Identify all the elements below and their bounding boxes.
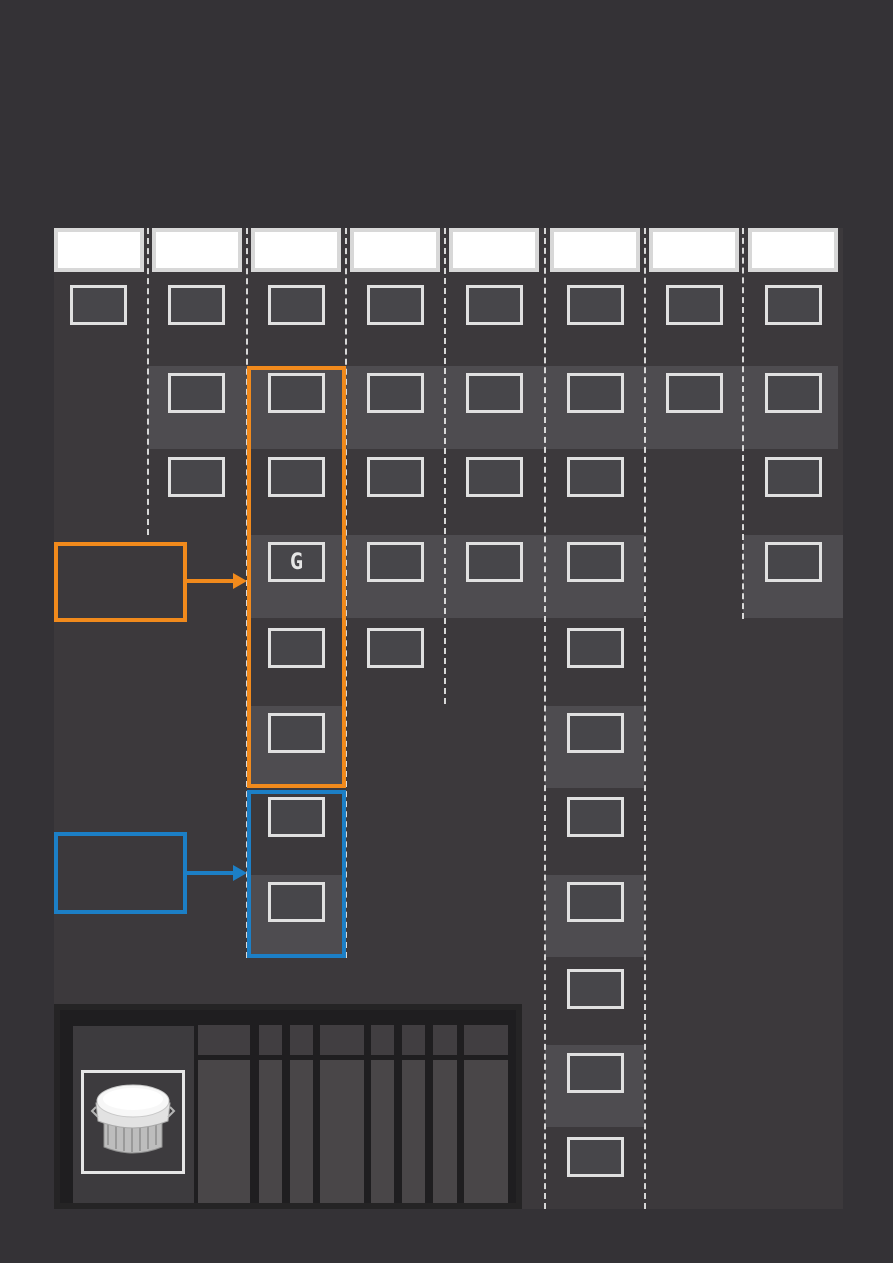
grid-cell	[168, 457, 225, 497]
legend-column-head	[290, 1025, 313, 1055]
grid-cell	[268, 882, 325, 922]
grid-cell	[567, 628, 624, 668]
grid-cell	[367, 542, 424, 582]
grid-cell	[567, 373, 624, 413]
grid-cell	[567, 969, 624, 1009]
legend-column	[464, 1060, 508, 1203]
grid-cell	[268, 713, 325, 753]
grid-cell	[268, 373, 325, 413]
legend-column-head	[433, 1025, 457, 1055]
legend-column	[259, 1060, 282, 1203]
grid-cell	[367, 285, 424, 325]
orange-arrow-line	[186, 579, 234, 583]
legend-column-head	[259, 1025, 282, 1055]
blue-arrow-line	[186, 871, 234, 875]
blue-label-box	[54, 832, 187, 914]
legend-thumbnail	[81, 1070, 185, 1174]
grid-cell	[765, 285, 822, 325]
grid-cell	[367, 457, 424, 497]
legend-thumbnail-area	[73, 1026, 194, 1203]
column-header-6	[550, 228, 640, 272]
grid-cell	[765, 542, 822, 582]
legend-column-head	[371, 1025, 394, 1055]
legend-panel	[54, 1004, 522, 1209]
divider-1	[147, 228, 149, 535]
grid-cell	[268, 285, 325, 325]
blue-highlight-box	[247, 790, 346, 958]
grid-cell	[367, 628, 424, 668]
grid-cell	[765, 373, 822, 413]
grid-cell	[466, 373, 523, 413]
legend-inner	[60, 1010, 516, 1203]
grid-cell	[168, 373, 225, 413]
grid-cell	[466, 285, 523, 325]
column-header-2	[152, 228, 242, 272]
divider-4	[444, 228, 446, 704]
legend-column-head	[198, 1025, 250, 1055]
orange-arrow-head-icon	[233, 573, 247, 589]
column-header-7	[649, 228, 739, 272]
grid-cell	[168, 285, 225, 325]
cylindrical-cap-icon	[90, 1084, 176, 1154]
legend-column-head	[402, 1025, 425, 1055]
grid-cell	[567, 542, 624, 582]
divider-6	[644, 228, 646, 1209]
grid-cell	[666, 285, 723, 325]
grid-cell	[567, 457, 624, 497]
orange-label-box	[54, 542, 187, 622]
grid-cell	[765, 457, 822, 497]
legend-column	[320, 1060, 364, 1203]
grid-cell	[567, 1053, 624, 1093]
legend-column-head	[320, 1025, 364, 1055]
grid-cell	[70, 285, 127, 325]
column-header-4	[350, 228, 440, 272]
legend-column	[402, 1060, 425, 1203]
column-header-5	[449, 228, 539, 272]
legend-column-head	[464, 1025, 508, 1055]
divider-7	[742, 228, 744, 619]
legend-column	[371, 1060, 394, 1203]
blue-arrow-head-icon	[233, 865, 247, 881]
divider-5	[544, 228, 546, 1209]
orange-highlight-box	[247, 366, 346, 788]
grid-cell	[268, 797, 325, 837]
grid-cell	[268, 628, 325, 668]
grid-cell	[567, 1137, 624, 1177]
grid-cell	[567, 797, 624, 837]
legend-column	[290, 1060, 313, 1203]
grid-cell-g: G	[268, 542, 325, 582]
grid-cell	[567, 882, 624, 922]
column-header-1	[54, 228, 144, 272]
column-header-8	[748, 228, 838, 272]
grid-cell	[567, 285, 624, 325]
grid-cell	[367, 373, 424, 413]
divider-3	[345, 228, 347, 958]
grid-cell	[567, 713, 624, 753]
column-header-3	[251, 228, 341, 272]
grid-cell	[268, 457, 325, 497]
legend-column	[433, 1060, 457, 1203]
grid-cell	[666, 373, 723, 413]
legend-column	[198, 1060, 250, 1203]
grid-cell	[466, 542, 523, 582]
grid-cell	[466, 457, 523, 497]
